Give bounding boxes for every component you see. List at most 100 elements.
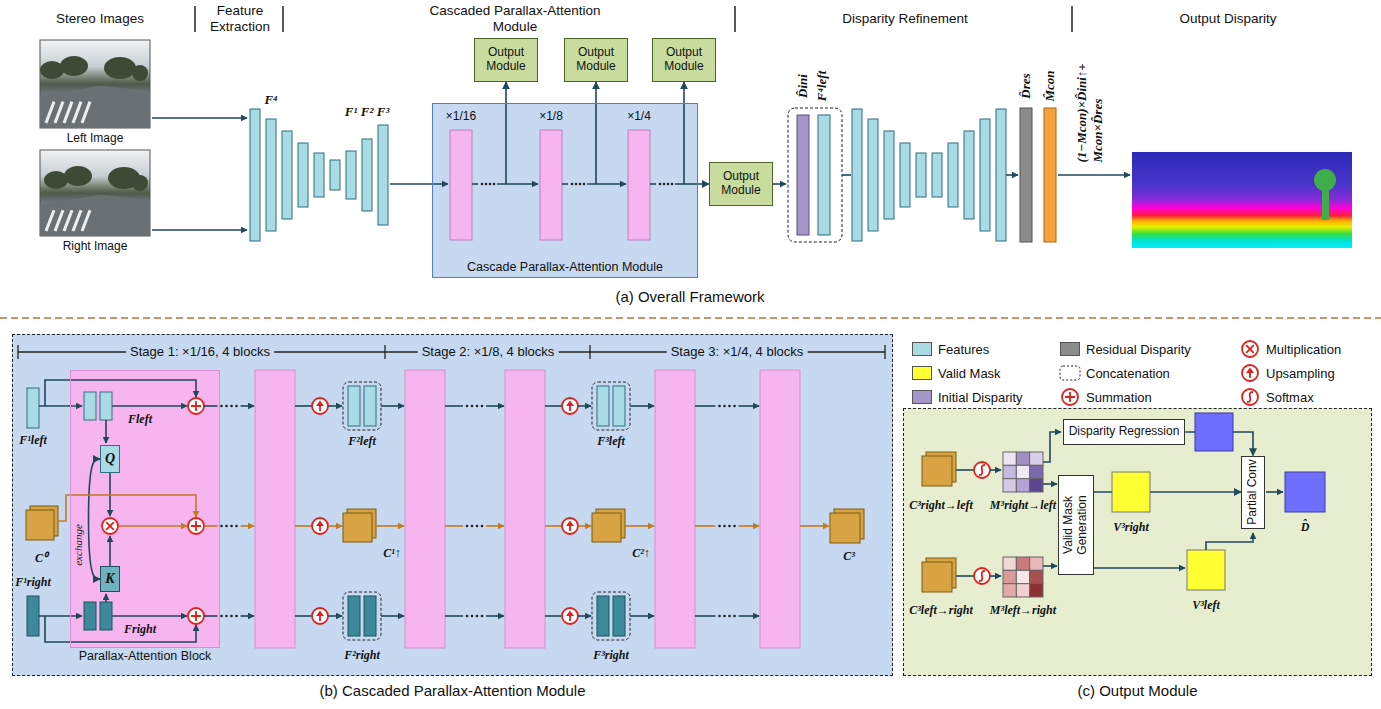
legend-text: Summation bbox=[1086, 390, 1152, 405]
query-box: Q bbox=[100, 445, 120, 473]
matrix-cell bbox=[1016, 557, 1029, 570]
matrix-cell bbox=[1016, 452, 1029, 465]
attention-block bbox=[628, 130, 650, 240]
separator bbox=[194, 6, 196, 32]
wire bbox=[241, 615, 255, 617]
text-label: F¹ bbox=[345, 104, 358, 120]
stage-tick bbox=[384, 345, 385, 359]
road-stripe bbox=[64, 102, 72, 123]
dot bbox=[220, 405, 223, 408]
matrix-cell bbox=[1016, 584, 1029, 597]
cost-volume bbox=[592, 513, 621, 542]
wire bbox=[1058, 174, 1130, 176]
dot bbox=[481, 183, 484, 186]
wire bbox=[739, 405, 760, 407]
cost-volume bbox=[922, 562, 952, 592]
operator-symbol bbox=[974, 568, 990, 584]
text-label: F¹right bbox=[15, 575, 51, 590]
legend-text: Initial Disparity bbox=[938, 390, 1023, 405]
text-label: D̂ini bbox=[795, 74, 811, 98]
wire bbox=[630, 405, 654, 407]
operator-symbol bbox=[102, 518, 118, 534]
legend-item: Features bbox=[912, 340, 989, 358]
legend-swatch bbox=[912, 366, 932, 380]
operator-mark bbox=[1246, 345, 1254, 353]
dot bbox=[485, 183, 488, 186]
dot bbox=[466, 525, 469, 528]
text-label: C²↑ bbox=[632, 546, 650, 561]
wire bbox=[695, 525, 716, 527]
disparity-map bbox=[1285, 472, 1325, 512]
attention-block bbox=[655, 370, 695, 648]
dot bbox=[471, 525, 474, 528]
legend-spacer bbox=[1060, 390, 1080, 404]
legend-text: Upsampling bbox=[1266, 366, 1335, 381]
cost-volume bbox=[922, 456, 952, 486]
edge-label: exchange bbox=[72, 524, 84, 566]
output-module-box: Output Module bbox=[652, 38, 716, 82]
wire bbox=[956, 469, 974, 471]
legend-swatch bbox=[912, 390, 932, 404]
concat-outline bbox=[788, 108, 842, 242]
feature-bar bbox=[932, 153, 942, 197]
road-stripe bbox=[73, 102, 81, 123]
text-label: Stage 3: ×1/4, 4 blocks bbox=[667, 345, 808, 360]
matrix-cell bbox=[1030, 570, 1043, 583]
node-text: Parallax-Attention Block bbox=[71, 649, 219, 663]
feature-bar bbox=[364, 596, 376, 636]
feature-bar bbox=[964, 131, 974, 219]
wire bbox=[695, 405, 716, 407]
text-label: F⁴left bbox=[814, 71, 830, 102]
dot bbox=[728, 615, 731, 618]
wire bbox=[771, 183, 786, 185]
dot bbox=[476, 615, 479, 618]
wire bbox=[295, 525, 312, 527]
wire bbox=[1266, 491, 1283, 493]
module-panel: Cascade Parallax-Attention Module bbox=[432, 103, 698, 278]
legend-item: Initial Disparity bbox=[912, 388, 1023, 406]
wire bbox=[486, 405, 504, 407]
node-text: Cascade Parallax-Attention Module bbox=[433, 260, 697, 274]
legend-spacer bbox=[1060, 366, 1080, 380]
legend-spacer bbox=[1240, 390, 1260, 404]
text-label: C³left→right bbox=[909, 603, 973, 618]
text-label: F³left bbox=[597, 434, 625, 449]
feature-bar bbox=[996, 109, 1006, 241]
wire bbox=[675, 183, 698, 185]
dot bbox=[476, 525, 479, 528]
feature-bar bbox=[852, 109, 862, 241]
stage-tick bbox=[589, 345, 590, 359]
operator-symbol bbox=[562, 608, 578, 624]
dot bbox=[235, 405, 238, 408]
key-box: K bbox=[100, 566, 120, 592]
feature-bar bbox=[378, 125, 388, 225]
operator-mark bbox=[106, 522, 114, 530]
feature-bar bbox=[100, 392, 112, 420]
separator bbox=[734, 6, 736, 32]
wire bbox=[990, 469, 1001, 471]
operator-symbol bbox=[1062, 389, 1078, 405]
node-text: Disparity Regression bbox=[1069, 425, 1180, 439]
dot bbox=[225, 615, 228, 618]
operator-symbol bbox=[1242, 389, 1258, 405]
wire bbox=[390, 183, 448, 185]
attention-block bbox=[450, 130, 472, 240]
attention-block bbox=[540, 130, 562, 240]
dot bbox=[466, 405, 469, 408]
dot bbox=[583, 183, 586, 186]
dot bbox=[579, 183, 582, 186]
wire bbox=[497, 183, 538, 185]
operator-symbol bbox=[312, 608, 328, 624]
text-label: D̂res bbox=[1018, 73, 1034, 98]
wire bbox=[152, 117, 247, 119]
dot bbox=[571, 183, 574, 186]
dot bbox=[493, 183, 496, 186]
legend-item: Summation bbox=[1060, 388, 1152, 406]
wire bbox=[112, 615, 187, 617]
wire bbox=[545, 615, 562, 617]
operator-symbol bbox=[312, 518, 328, 534]
wire bbox=[683, 103, 685, 184]
dot bbox=[733, 405, 736, 408]
feature-bar bbox=[613, 386, 625, 426]
matrix-cell bbox=[1003, 452, 1016, 465]
